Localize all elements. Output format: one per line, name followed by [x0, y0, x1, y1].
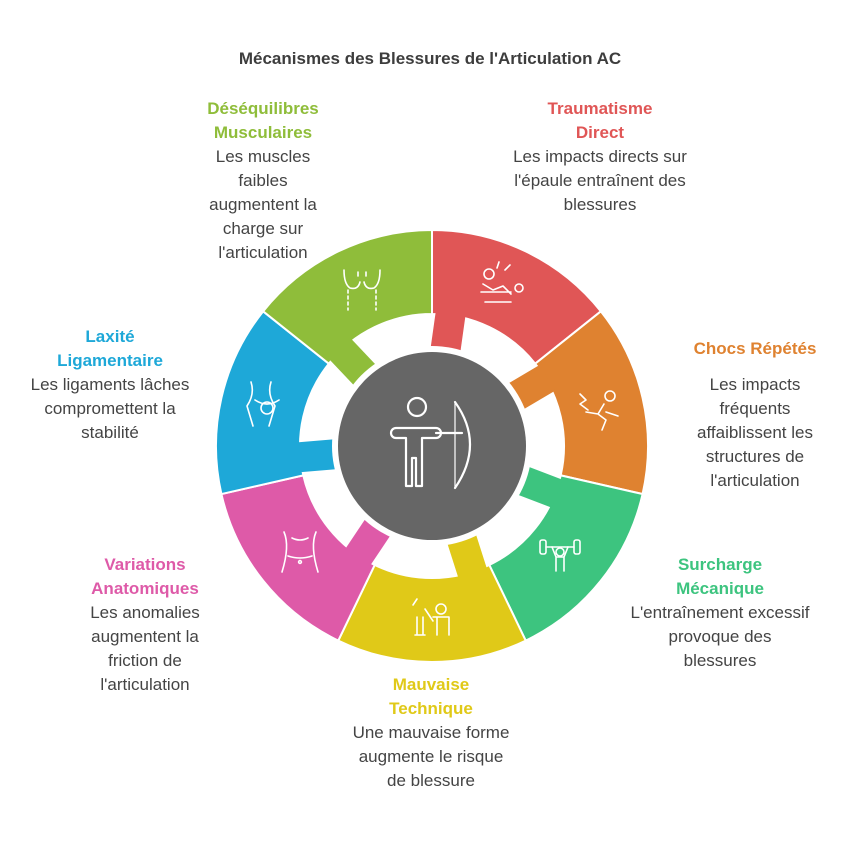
segment-title: Déséquilibres Musculaires: [207, 99, 319, 142]
segment-description: Les impacts fréquents affaiblissent les …: [697, 375, 813, 490]
label-surcharge: Surcharge Mécanique L'entraînement exces…: [625, 553, 815, 673]
segment-title: Chocs Répétés: [693, 339, 817, 358]
falling-person-icon: [579, 390, 619, 431]
segment-description: L'entraînement excessif provoque des ble…: [630, 603, 810, 670]
segment-title: Mauvaise Technique: [389, 675, 473, 718]
segment-description: Les muscles faibles augmentent la charge…: [209, 147, 317, 262]
segment-description: Les anomalies augmentent la friction de …: [90, 603, 200, 694]
chest-muscles-icon: [343, 269, 381, 311]
center-circle: [338, 352, 526, 540]
label-chocs: Chocs Répétés Les impacts fréquents affa…: [674, 337, 836, 493]
segment-description: Les ligaments lâches compromettent la st…: [30, 375, 190, 442]
label-laxite: Laxité Ligamentaire Les ligaments lâches…: [22, 325, 198, 445]
label-traumatisme: Traumatisme Direct Les impacts directs s…: [510, 97, 690, 217]
segment-description: Une mauvaise forme augmente le risque de…: [352, 723, 510, 790]
segment-title: Variations Anatomiques: [91, 555, 199, 598]
archer-icon: [389, 396, 472, 490]
segment-title: Traumatisme Direct: [547, 99, 653, 142]
segment-title: Laxité Ligamentaire: [57, 327, 163, 370]
label-variations: Variations Anatomiques Les anomalies aug…: [60, 553, 230, 697]
impact-icon: [480, 261, 524, 303]
segment-title: Surcharge Mécanique: [676, 555, 764, 598]
weightlifter-icon: [539, 539, 581, 572]
knee-joint-icon: [246, 381, 280, 427]
segment-description: Les impacts directs sur l'épaule entraîn…: [513, 147, 687, 214]
trainer-icon: [412, 598, 450, 636]
waist-icon: [281, 531, 319, 573]
label-desequilibres: Déséquilibres Musculaires Les muscles fa…: [173, 97, 353, 265]
page-title: Mécanismes des Blessures de l'Articulati…: [238, 49, 622, 68]
label-technique: Mauvaise Technique Une mauvaise forme au…: [343, 673, 519, 793]
